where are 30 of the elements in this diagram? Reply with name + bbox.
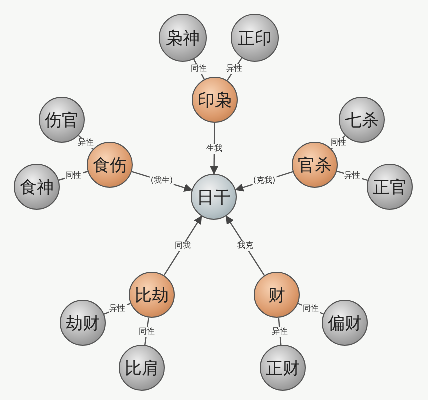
edge-label: 异性 xyxy=(271,326,289,336)
arrow xyxy=(164,216,202,276)
edge-label: 同我 xyxy=(174,241,192,251)
connector-line xyxy=(144,318,150,346)
edge-label: 生我 xyxy=(206,144,224,154)
edge-label: 同性 xyxy=(302,304,320,314)
ten-gods-circle: 比肩 xyxy=(119,345,165,391)
ten-gods-circle: 枭神 xyxy=(159,14,207,62)
ten-gods-circle: 正财 xyxy=(260,345,306,391)
edge-label: (克我) xyxy=(252,176,277,186)
edge-label: 同性 xyxy=(64,171,82,181)
ten-gods-circle: 印枭 xyxy=(192,77,238,123)
arrow xyxy=(210,123,219,175)
ten-gods-circle: 劫财 xyxy=(60,300,106,346)
ten-gods-circle: 比劫 xyxy=(129,272,175,318)
ten-gods-circle: 日干 xyxy=(191,174,237,220)
ten-gods-circle: 偏财 xyxy=(322,300,368,346)
edge-label: 同性 xyxy=(138,326,156,336)
edge-label: 我克 xyxy=(236,241,254,251)
ten-gods-circle: 财 xyxy=(254,272,300,318)
edge-label: 异性 xyxy=(226,64,244,74)
ten-gods-circle: 食神 xyxy=(14,164,60,210)
ten-gods-circle: 正官 xyxy=(367,164,413,210)
edge-label: 同性 xyxy=(190,64,208,74)
edge-label: (我生) xyxy=(150,176,174,186)
edge-label: 异性 xyxy=(344,171,362,181)
connector-line xyxy=(278,318,282,346)
ten-gods-circle: 正印 xyxy=(231,14,279,62)
arrow xyxy=(226,216,266,276)
edge-label: 异性 xyxy=(108,304,126,314)
